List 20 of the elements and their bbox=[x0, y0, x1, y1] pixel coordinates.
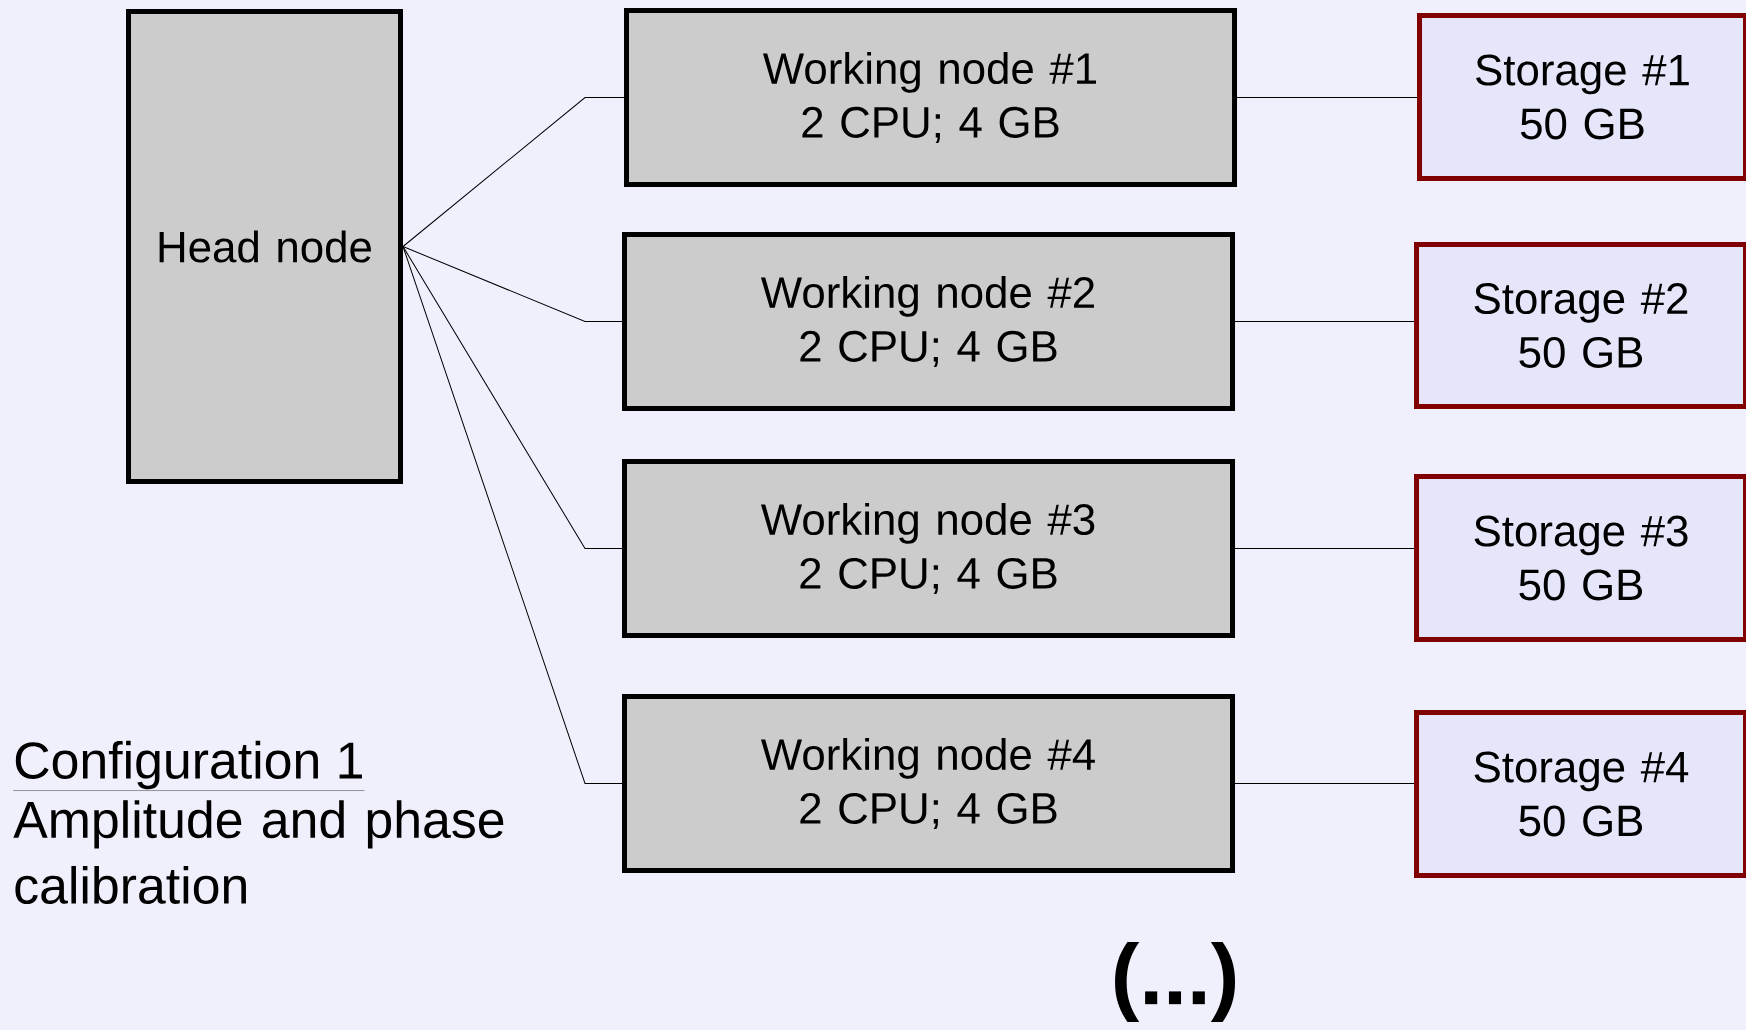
working-node-box: Working node #3 2 CPU; 4 GB bbox=[622, 459, 1235, 638]
connector-line bbox=[1234, 783, 1415, 784]
head-node-box: Head node bbox=[126, 9, 403, 484]
storage-box: Storage #2 50 GB bbox=[1414, 242, 1746, 409]
connector-line bbox=[1234, 321, 1415, 322]
connector-line bbox=[402, 97, 625, 247]
ellipsis-text: (...) bbox=[1115, 942, 1236, 1022]
heading: Configuration 1 bbox=[13, 740, 365, 791]
connector-line bbox=[402, 246, 623, 784]
storage-box: Storage #3 50 GB bbox=[1414, 474, 1746, 642]
connector-line bbox=[1234, 548, 1415, 549]
description: Amplitude and phase calibration bbox=[13, 800, 504, 904]
working-node-box: Working node #2 2 CPU; 4 GB bbox=[622, 232, 1235, 411]
working-node-box: Working node #4 2 CPU; 4 GB bbox=[622, 694, 1235, 873]
connector-line bbox=[402, 246, 623, 549]
storage-box: Storage #1 50 GB bbox=[1417, 13, 1746, 181]
connector-line bbox=[402, 246, 623, 322]
storage-box: Storage #4 50 GB bbox=[1414, 710, 1746, 878]
connector-line bbox=[1236, 97, 1418, 98]
working-node-box: Working node #1 2 CPU; 4 GB bbox=[624, 8, 1237, 187]
